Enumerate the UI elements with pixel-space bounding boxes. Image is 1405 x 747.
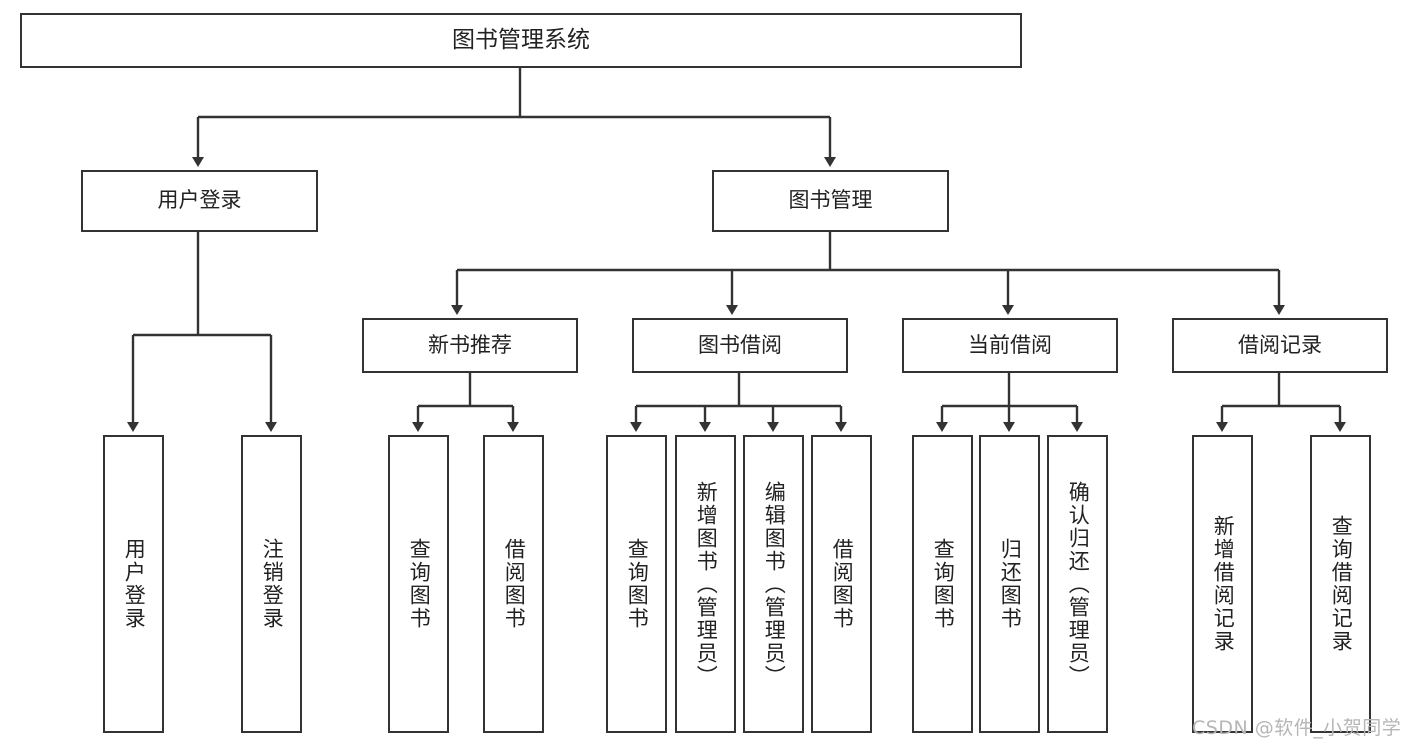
- node-new-book-recommend[interactable]: 新书推荐: [362, 318, 578, 373]
- node-leaf-borrow-book-1-label: 借阅图书: [502, 538, 527, 630]
- node-leaf-add-record-label: 新增借阅记录: [1211, 515, 1236, 653]
- node-leaf-edit-book[interactable]: 编辑图书（管理员）: [743, 435, 804, 733]
- node-user-login[interactable]: 用户登录: [81, 170, 318, 232]
- node-leaf-borrow-book-2[interactable]: 借阅图书: [811, 435, 872, 733]
- node-leaf-query-record[interactable]: 查询借阅记录: [1310, 435, 1371, 733]
- node-leaf-add-record[interactable]: 新增借阅记录: [1192, 435, 1253, 733]
- node-leaf-query-book-3[interactable]: 查询图书: [912, 435, 973, 733]
- node-leaf-borrow-book-1[interactable]: 借阅图书: [483, 435, 544, 733]
- node-leaf-user-login[interactable]: 用户登录: [103, 435, 164, 733]
- node-root[interactable]: 图书管理系统: [20, 13, 1022, 68]
- node-book-manage[interactable]: 图书管理: [712, 170, 949, 232]
- node-leaf-logout-label: 注销登录: [260, 538, 285, 630]
- node-leaf-query-book-2-label: 查询图书: [625, 538, 650, 630]
- node-borrow-record-label: 借阅记录: [1238, 332, 1322, 357]
- node-leaf-logout[interactable]: 注销登录: [241, 435, 302, 733]
- node-current-borrow-label: 当前借阅: [968, 332, 1052, 357]
- node-leaf-return-book[interactable]: 归还图书: [979, 435, 1040, 733]
- node-user-login-label: 用户登录: [157, 188, 242, 213]
- node-leaf-confirm-return[interactable]: 确认归还（管理员）: [1047, 435, 1108, 733]
- node-book-borrow-label: 图书借阅: [698, 332, 782, 357]
- node-leaf-return-book-label: 归还图书: [998, 538, 1023, 630]
- node-leaf-query-book-2[interactable]: 查询图书: [606, 435, 667, 733]
- node-borrow-record[interactable]: 借阅记录: [1172, 318, 1388, 373]
- node-new-book-recommend-label: 新书推荐: [428, 332, 512, 357]
- node-leaf-query-book-1[interactable]: 查询图书: [388, 435, 449, 733]
- node-leaf-query-book-1-label: 查询图书: [407, 538, 432, 630]
- node-leaf-add-book-label: 新增图书（管理员）: [694, 480, 719, 688]
- node-current-borrow[interactable]: 当前借阅: [902, 318, 1118, 373]
- node-leaf-confirm-return-label: 确认归还（管理员）: [1066, 480, 1091, 688]
- node-leaf-user-login-label: 用户登录: [122, 538, 147, 630]
- node-book-borrow[interactable]: 图书借阅: [632, 318, 848, 373]
- node-leaf-query-book-3-label: 查询图书: [931, 538, 956, 630]
- node-leaf-edit-book-label: 编辑图书（管理员）: [762, 480, 787, 688]
- node-leaf-borrow-book-2-label: 借阅图书: [830, 538, 855, 630]
- node-book-manage-label: 图书管理: [788, 188, 873, 213]
- node-leaf-query-record-label: 查询借阅记录: [1329, 515, 1354, 653]
- node-leaf-add-book[interactable]: 新增图书（管理员）: [675, 435, 736, 733]
- node-root-label: 图书管理系统: [452, 26, 590, 53]
